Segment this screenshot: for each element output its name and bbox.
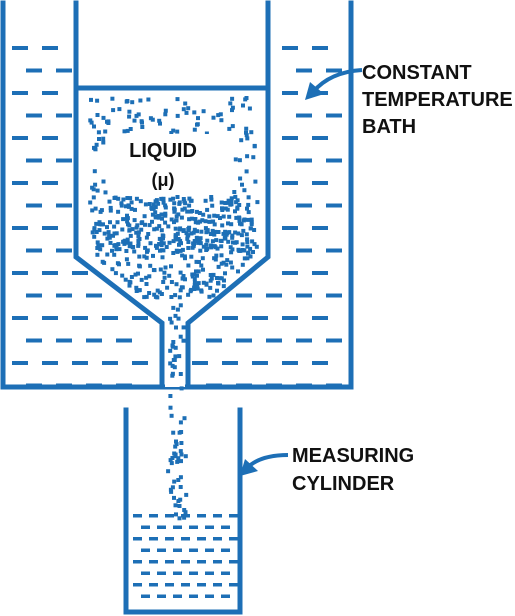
measuring-cylinder	[123, 407, 243, 615]
liquid-label: LIQUID (μ)	[108, 134, 218, 194]
cylinder-arrow-icon	[245, 453, 289, 470]
cylinder-liquid	[133, 514, 238, 598]
cylinder-label-line-2: CYLINDER	[292, 473, 395, 495]
viscosity-symbol: (μ)	[151, 170, 174, 190]
cylinder-arrowhead-icon	[240, 459, 258, 476]
liquid-label-text: LIQUID	[129, 140, 197, 162]
bath-label-line-1: CONSTANT	[362, 62, 472, 84]
cylinder-label: MEASURING CYLINDER	[240, 445, 414, 495]
liquid-reservoir	[73, 0, 271, 390]
bath-arrow-icon	[311, 68, 363, 94]
bath-label: CONSTANT TEMPERATURE BATH	[305, 62, 513, 138]
liquid-label-backdrop	[108, 134, 218, 194]
falling-liquid-stream	[166, 303, 189, 521]
reservoir-wall	[73, 0, 271, 390]
bath-arrowhead-icon	[305, 82, 324, 100]
bath-label-line-2: TEMPERATURE	[362, 89, 513, 111]
bath-label-line-3: BATH	[362, 116, 416, 138]
cylinder-label-line-1: MEASURING	[292, 445, 414, 467]
cylinder-wall	[123, 407, 243, 615]
reservoir-liquid-particles	[88, 96, 260, 300]
